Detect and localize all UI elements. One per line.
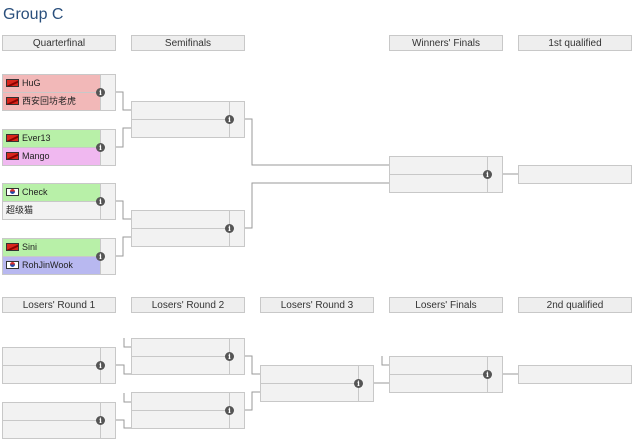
match-slot[interactable] (132, 102, 229, 119)
match-info-icon[interactable]: i (225, 352, 234, 361)
match-info-icon[interactable]: i (225, 224, 234, 233)
match-slot[interactable] (132, 357, 229, 374)
match-info-icon[interactable]: i (96, 88, 105, 97)
losers-finals-match: i (389, 356, 503, 393)
semifinal-match-1: i (131, 101, 245, 138)
china-flag-icon (6, 134, 19, 142)
match-slot[interactable] (132, 411, 229, 428)
match-slot[interactable] (132, 339, 229, 356)
header-semifinals: Semifinals (131, 35, 245, 51)
losers-round-2-match-1: i (131, 338, 245, 375)
match-slot[interactable] (132, 211, 229, 228)
korea-flag-icon (6, 188, 19, 196)
header-losers-round-3: Losers' Round 3 (260, 297, 374, 313)
header-winners-finals: Winners' Finals (389, 35, 503, 51)
second-qualified-slot[interactable] (518, 365, 632, 384)
match-info-icon[interactable]: i (96, 361, 105, 370)
china-flag-icon (6, 79, 19, 87)
match-slot[interactable]: RohJinWook (3, 257, 100, 274)
losers-round-1-match-2: i (2, 402, 116, 439)
match-slot[interactable] (390, 375, 487, 392)
match-info-icon[interactable]: i (225, 406, 234, 415)
player-name: 超级猫 (6, 205, 34, 215)
match-slot[interactable]: HuG (3, 75, 100, 92)
losers-round-2-match-2: i (131, 392, 245, 429)
match-info-icon[interactable]: i (354, 379, 363, 388)
player-name: HuG (22, 78, 41, 88)
header-first-qualified: 1st qualified (518, 35, 632, 51)
player-name: 西安回坊老虎 (22, 96, 77, 106)
match-info-icon[interactable]: i (96, 143, 105, 152)
match-info-icon[interactable]: i (96, 197, 105, 206)
header-losers-round-1: Losers' Round 1 (2, 297, 116, 313)
winners-finals-match: i (389, 156, 503, 193)
match-info-icon[interactable]: i (483, 370, 492, 379)
match-slot[interactable] (3, 403, 100, 420)
first-qualified-slot[interactable] (518, 165, 632, 184)
quarterfinal-match-4: Sini RohJinWook i (2, 238, 116, 275)
match-slot[interactable] (3, 366, 100, 383)
match-slot[interactable] (132, 120, 229, 137)
match-slot[interactable]: Ever13 (3, 130, 100, 147)
group-title: Group C (3, 6, 64, 23)
match-slot[interactable]: 西安回坊老虎 (3, 93, 100, 110)
match-slot[interactable] (261, 366, 358, 383)
match-slot[interactable] (132, 393, 229, 410)
match-slot[interactable] (3, 348, 100, 365)
korea-flag-icon (6, 261, 19, 269)
match-slot[interactable]: Mango (3, 148, 100, 165)
quarterfinal-match-1: HuG 西安回坊老虎 i (2, 74, 116, 111)
match-info-icon[interactable]: i (96, 252, 105, 261)
player-name: Sini (22, 242, 38, 252)
semifinal-match-2: i (131, 210, 245, 247)
player-name: Ever13 (22, 133, 51, 143)
quarterfinal-match-2: Ever13 Mango i (2, 129, 116, 166)
match-info-icon[interactable]: i (225, 115, 234, 124)
header-losers-round-2: Losers' Round 2 (131, 297, 245, 313)
player-name: RohJinWook (22, 260, 73, 270)
match-slot[interactable]: Check (3, 184, 100, 201)
match-slot[interactable]: Sini (3, 239, 100, 256)
match-info-icon[interactable]: i (96, 416, 105, 425)
match-slot[interactable] (390, 175, 487, 192)
match-slot[interactable] (132, 229, 229, 246)
header-quarterfinal: Quarterfinal (2, 35, 116, 51)
china-flag-icon (6, 243, 19, 251)
match-info-icon[interactable]: i (483, 170, 492, 179)
losers-round-3-match: i (260, 365, 374, 402)
match-slot[interactable]: 超级猫 (3, 202, 100, 219)
match-slot[interactable] (261, 384, 358, 401)
match-slot[interactable] (390, 357, 487, 374)
header-losers-finals: Losers' Finals (389, 297, 503, 313)
losers-round-1-match-1: i (2, 347, 116, 384)
header-second-qualified: 2nd qualified (518, 297, 632, 313)
china-flag-icon (6, 152, 19, 160)
match-slot[interactable] (390, 157, 487, 174)
match-slot[interactable] (3, 421, 100, 438)
quarterfinal-match-3: Check 超级猫 i (2, 183, 116, 220)
player-name: Mango (22, 151, 50, 161)
china-flag-icon (6, 97, 19, 105)
player-name: Check (22, 187, 48, 197)
